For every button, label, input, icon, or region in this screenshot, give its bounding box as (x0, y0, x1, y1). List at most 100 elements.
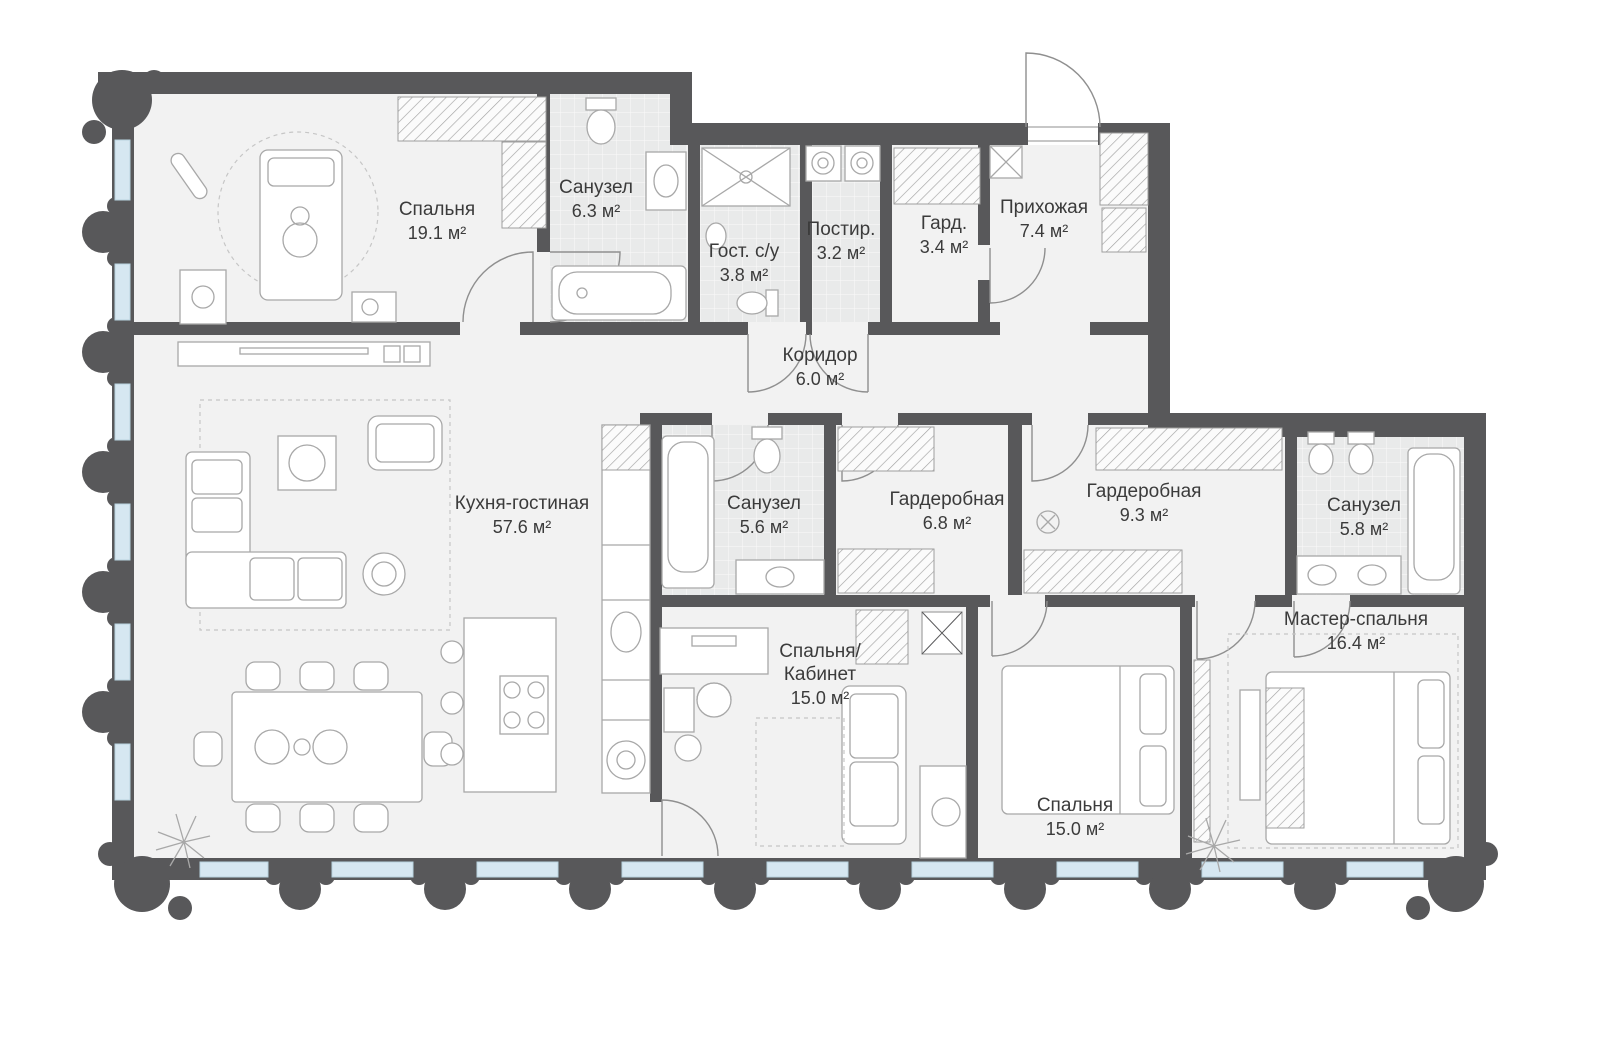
room-label-dressing2: Гардеробная 9.3 м² (1087, 480, 1202, 527)
sofa (841, 685, 907, 845)
closet-hatch (893, 147, 981, 205)
ceiling-line (1227, 633, 1459, 849)
plant (606, 740, 646, 780)
chair (674, 734, 702, 762)
closet-hatch (1101, 207, 1147, 253)
sofa (185, 551, 347, 609)
pillow (1417, 679, 1445, 749)
bathtub (1407, 447, 1461, 595)
office-door (661, 799, 719, 857)
bedroom2-furniture (1001, 665, 1175, 815)
sink (705, 222, 727, 250)
room-area: 16.4 м² (1326, 633, 1386, 654)
pillow (1139, 673, 1167, 735)
coffee-table (362, 552, 406, 596)
room-name: Коридор (782, 345, 858, 366)
toilet (585, 97, 617, 111)
room-name: Санузел (558, 177, 634, 198)
chair (353, 661, 389, 691)
bar-stool (440, 742, 464, 766)
bath3-fixtures (1296, 431, 1461, 595)
room-label-bath2: Санузел 5.6 м² (727, 492, 801, 539)
toilet (765, 289, 779, 317)
pillow (1139, 745, 1167, 807)
bedroom1-furniture (170, 96, 547, 325)
toilet (751, 426, 783, 440)
closet-hatch (1095, 427, 1283, 471)
drawer-unit (663, 687, 695, 733)
room-area: 3.2 м² (816, 243, 866, 264)
bath2-fixtures (661, 426, 825, 595)
closet-hatch (837, 548, 935, 594)
guest-wc-fixtures (701, 147, 791, 317)
room-area: 15.0 м² (1045, 819, 1105, 840)
room-area: 5.6 м² (739, 517, 789, 538)
dressing1-fixtures (837, 426, 935, 594)
room-label-dressing1: Гардеробная 6.8 м² (890, 488, 1005, 535)
monitor (691, 635, 737, 647)
room-label-corridor: Коридор 6.0 м² (782, 344, 857, 391)
room-area: 9.3 м² (1119, 505, 1169, 526)
closet-hatch (837, 426, 935, 472)
bathtub (661, 435, 715, 589)
bar-stool (440, 691, 464, 715)
bed (1001, 665, 1175, 815)
room-area: 6.8 м² (922, 513, 972, 534)
room-area: 57.6 м² (492, 517, 552, 538)
office-furniture (659, 609, 967, 859)
kitchen-sink (610, 611, 642, 653)
room-area: 6.3 м² (571, 201, 621, 222)
bar-stool (440, 640, 464, 664)
room-name: Спальня (1036, 795, 1114, 816)
facade-pilasters (82, 70, 1498, 920)
bedroom2-door (991, 600, 1048, 657)
wardrobe-door (989, 247, 1046, 304)
laundry-fixtures (805, 145, 881, 182)
kitchen-counter (601, 424, 651, 794)
room-label-bedroom2: Спальня 15.0 м² (1037, 794, 1113, 841)
room-label-wardrobe: Гард. 3.4 м² (920, 212, 968, 259)
rug-art (277, 435, 337, 491)
dresser (351, 291, 397, 323)
room-label-kitchen-living: Кухня-гостиная 57.6 м² (455, 492, 589, 539)
room-area: 5.8 м² (1339, 519, 1389, 540)
entrance-threshold (1028, 126, 1098, 142)
chair (931, 797, 961, 827)
wardrobe (397, 96, 547, 142)
room-area: 3.8 м² (719, 265, 769, 286)
closet-hatch (1023, 549, 1183, 594)
room-name: Спальня/ Кабинет (779, 641, 861, 686)
desk (659, 627, 769, 675)
room-name: Постир. (806, 219, 876, 240)
dryer (844, 145, 881, 182)
cooktop (499, 675, 549, 735)
room-name: Гардеробная (1086, 481, 1202, 502)
room-name: Гард. (920, 213, 968, 234)
room-name: Прихожая (999, 197, 1089, 218)
master-furniture (1185, 633, 1459, 873)
room-label-hallway: Прихожая 7.4 м² (1000, 196, 1088, 243)
room-label-laundry: Постир. 3.2 м² (807, 218, 876, 265)
hallway-fixtures (989, 132, 1149, 253)
toilet (1307, 431, 1335, 445)
room-name: Кухня-гостиная (454, 493, 590, 514)
dressing2-door (1031, 424, 1089, 482)
room-name: Мастер-спальня (1283, 609, 1429, 630)
room-label-bath3: Санузел 5.8 м² (1327, 494, 1401, 541)
chair (299, 803, 335, 833)
room-name: Санузел (1326, 495, 1402, 516)
room-name: Гардеробная (889, 489, 1005, 510)
washing-machine (805, 145, 842, 182)
master-door (1196, 600, 1256, 660)
chair (245, 803, 281, 833)
guest-wc-door (747, 333, 807, 393)
room-area: 3.4 м² (919, 237, 969, 258)
kitchen-island (463, 617, 557, 793)
room-area: 15.0 м² (790, 688, 850, 709)
kitchen-living-furniture (155, 341, 651, 869)
room-name: Санузел (726, 493, 802, 514)
ceiling-light (1036, 510, 1060, 534)
rocking-toy (170, 152, 208, 200)
closet-hatch (855, 609, 909, 665)
